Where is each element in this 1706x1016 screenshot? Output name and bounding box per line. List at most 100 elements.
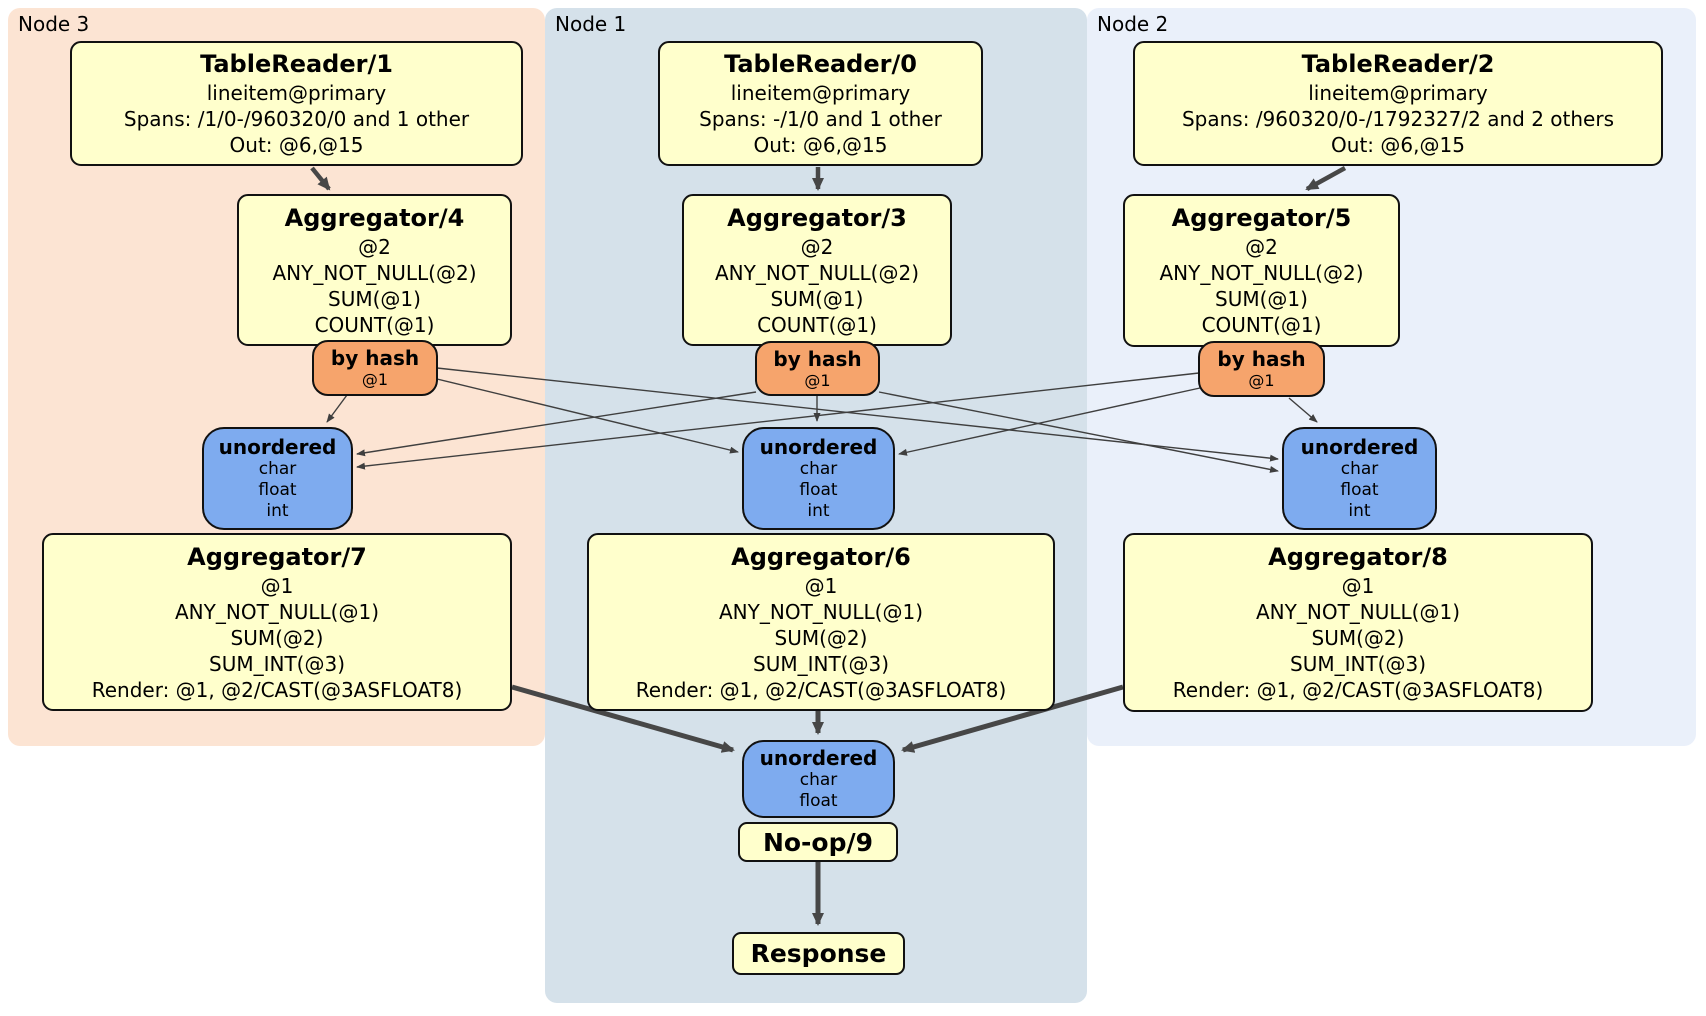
- sync-label: unordered: [759, 435, 878, 459]
- node3-panel-label: Node 3: [18, 12, 90, 36]
- edge-hash2-sync3: [356, 372, 1200, 470]
- box-line: @1: [804, 573, 838, 598]
- box-line: Out: @6,@15: [1331, 133, 1465, 157]
- box-title: Aggregator/7: [187, 542, 367, 571]
- box-title: Aggregator/4: [284, 203, 465, 232]
- aggregator-5-box: Aggregator/5 @2 ANY_NOT_NULL(@2) SUM(@1)…: [1123, 194, 1400, 347]
- box-line: Out: @6,@15: [753, 133, 888, 157]
- edge-tr1-agg4: [310, 166, 331, 191]
- box-line: COUNT(@1): [314, 312, 435, 337]
- router-detail: @1: [361, 370, 389, 389]
- table-reader-2-box: TableReader/2 lineitem@primary Spans: /9…: [1133, 41, 1663, 166]
- sync-label: unordered: [1300, 435, 1419, 459]
- sync-label: unordered: [759, 746, 878, 770]
- router-label: by hash: [773, 346, 862, 371]
- box-line: @2: [1245, 235, 1278, 259]
- box-title: Aggregator/5: [1171, 204, 1352, 232]
- final-unordered-sync: unordered char float: [742, 740, 895, 818]
- box-line: ANY_NOT_NULL(@1): [719, 599, 923, 624]
- box-line: @2: [358, 234, 391, 259]
- sync-line: char: [1340, 459, 1379, 479]
- box-line: SUM(@1): [770, 286, 864, 311]
- box-line: ANY_NOT_NULL(@2): [1159, 261, 1364, 285]
- box-line: Render: @1, @2/CAST(@3ASFLOAT8): [1172, 678, 1544, 702]
- box-line: ANY_NOT_NULL(@1): [1256, 600, 1460, 624]
- sync-line: int: [1348, 501, 1371, 521]
- edge-hash2-sync2: [1288, 397, 1318, 423]
- node2-panel-label: Node 2: [1097, 12, 1169, 36]
- edge-hash2-sync1: [898, 387, 1201, 456]
- box-line: lineitem@primary: [206, 81, 387, 105]
- table-reader-1-box: TableReader/1 lineitem@primary Spans: /1…: [70, 41, 523, 166]
- sync-line: char: [258, 459, 297, 479]
- box-line: @1: [1341, 574, 1375, 598]
- sync-line: float: [1340, 480, 1379, 500]
- sync-line: char: [799, 459, 838, 479]
- box-title: Aggregator/8: [1268, 543, 1448, 571]
- sync-line: char: [799, 770, 838, 790]
- box-line: SUM_INT(@3): [209, 651, 345, 676]
- box-title: Aggregator/3: [727, 203, 907, 232]
- box-line: Render: @1, @2/CAST(@3ASFLOAT8): [635, 677, 1007, 702]
- router-detail: @1: [804, 370, 831, 390]
- box-line: ANY_NOT_NULL(@1): [175, 599, 379, 624]
- box-line: Spans: -/1/0 and 1 other: [699, 107, 942, 131]
- node1-panel-label: Node 1: [555, 12, 627, 36]
- edge-hash1-sync3: [356, 391, 757, 457]
- box-line: SUM(@2): [1311, 626, 1405, 650]
- sync-line: int: [266, 501, 289, 521]
- box-line: SUM(@1): [1215, 287, 1308, 311]
- unordered-sync-node3: unordered char float int: [202, 427, 353, 530]
- router-label: by hash: [1217, 347, 1306, 371]
- aggregator-8-box: Aggregator/8 @1 ANY_NOT_NULL(@1) SUM(@2)…: [1123, 533, 1593, 712]
- aggregator-4-box: Aggregator/4 @2 ANY_NOT_NULL(@2) SUM(@1)…: [237, 194, 512, 346]
- box-line: Spans: /960320/0-/1792327/2 and 2 others: [1181, 107, 1614, 131]
- box-line: COUNT(@1): [1201, 313, 1322, 337]
- edge-agg7-finalsync: [511, 684, 735, 753]
- response-box: Response: [732, 932, 905, 975]
- hash-router-node3: by hash @1: [312, 340, 438, 396]
- router-detail: @1: [1248, 371, 1275, 390]
- sync-line: float: [799, 791, 838, 811]
- box-line: lineitem@primary: [1308, 81, 1488, 105]
- unordered-sync-node1: unordered char float int: [742, 427, 895, 530]
- box-line: @2: [800, 234, 834, 259]
- sync-line: int: [807, 501, 830, 521]
- edge-hash3-sync1: [436, 378, 739, 454]
- router-label: by hash: [330, 346, 420, 370]
- box-line: Spans: /1/0-/960320/0 and 1 other: [123, 107, 470, 131]
- noop-box: No-op/9: [738, 822, 898, 862]
- box-line: COUNT(@1): [757, 312, 877, 337]
- aggregator-3-box: Aggregator/3 @2 ANY_NOT_NULL(@2) SUM(@1)…: [682, 194, 952, 346]
- box-line: ANY_NOT_NULL(@2): [715, 260, 919, 285]
- hash-router-node2: by hash @1: [1198, 341, 1325, 397]
- response-label: Response: [750, 939, 887, 968]
- box-line: SUM_INT(@3): [1290, 652, 1426, 676]
- box-line: SUM(@1): [328, 286, 421, 311]
- box-line: SUM(@2): [230, 625, 324, 650]
- sync-label: unordered: [218, 435, 337, 459]
- box-line: SUM(@2): [774, 625, 868, 650]
- box-title: Aggregator/6: [731, 542, 911, 571]
- table-reader-0-box: TableReader/0 lineitem@primary Spans: -/…: [658, 41, 983, 166]
- edge-hash1-sync2: [878, 391, 1279, 473]
- noop-label: No-op/9: [762, 827, 874, 857]
- aggregator-6-box: Aggregator/6 @1 ANY_NOT_NULL(@1) SUM(@2)…: [587, 533, 1055, 711]
- box-line: lineitem@primary: [730, 81, 911, 105]
- box-line: @1: [260, 573, 294, 598]
- edge-hash3-sync3: [326, 394, 348, 423]
- sync-line: float: [258, 480, 297, 500]
- box-line: Out: @6,@15: [229, 133, 364, 157]
- aggregator-7-box: Aggregator/7 @1 ANY_NOT_NULL(@1) SUM(@2)…: [42, 533, 512, 711]
- hash-router-node1: by hash @1: [755, 341, 880, 396]
- box-title: TableReader/0: [724, 50, 917, 78]
- edge-agg8-finalsync: [901, 684, 1124, 753]
- edge-tr2-agg5: [1305, 166, 1347, 191]
- box-title: TableReader/2: [1301, 50, 1495, 78]
- box-line: Render: @1, @2/CAST(@3ASFLOAT8): [91, 677, 463, 702]
- box-line: ANY_NOT_NULL(@2): [272, 260, 477, 285]
- box-title: TableReader/1: [200, 50, 393, 78]
- box-line: SUM_INT(@3): [753, 651, 889, 676]
